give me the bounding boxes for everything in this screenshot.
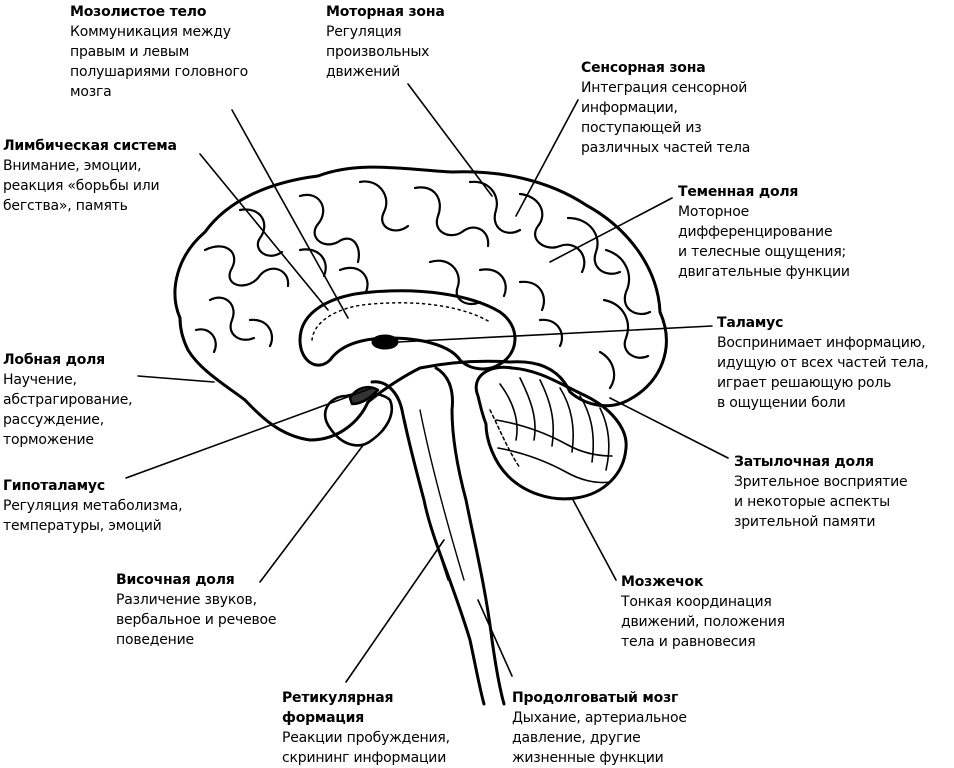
leader-corpus: [231, 109, 349, 319]
parietal-lobe-title: Теменная доля: [678, 184, 799, 200]
label-occipital-lobe: Затылочная доля Зрительное восприятие и …: [734, 452, 908, 532]
thalamus-title: Таламус: [717, 315, 784, 331]
leader-parietal: [549, 197, 673, 263]
medulla-title: Продолговатый мозг: [512, 690, 679, 706]
leader-motor: [407, 83, 493, 197]
label-temporal-lobe: Височная доля Различение звуков, вербаль…: [116, 570, 277, 650]
corpus-callosum-shape: [298, 289, 517, 371]
label-medulla: Продолговатый мозг Дыхание, артериальное…: [512, 688, 687, 768]
occipital-lobe-desc: Зрительное восприятие и некоторые аспект…: [734, 474, 908, 530]
leader-cerebellum: [571, 497, 617, 581]
leader-sensory: [515, 99, 579, 217]
hypothalamus-title: Гипоталамус: [3, 478, 105, 494]
label-reticular-formation: Ретикулярная формация Реакции пробуждени…: [282, 688, 450, 768]
label-parietal-lobe: Теменная доля Моторное дифференцирование…: [678, 182, 850, 282]
label-hypothalamus: Гипоталамус Регуляция метаболизма, темпе…: [3, 476, 183, 536]
corpus-callosum-desc: Коммуникация между правым и левым полуша…: [70, 24, 248, 100]
thalamus-shape: [371, 334, 399, 350]
hypothalamus-desc: Регуляция метаболизма, температуры, эмоц…: [3, 498, 183, 534]
cerebellum-shape: [474, 365, 628, 501]
occipital-lobe-title: Затылочная доля: [734, 454, 874, 470]
gyri: [194, 180, 652, 390]
cerebellum-title: Мозжечок: [621, 574, 704, 590]
temporal-lobe-desc: Различение звуков, вербальное и речевое …: [116, 592, 277, 648]
leader-frontal: [137, 375, 215, 383]
leader-limbic: [199, 153, 329, 311]
limbic-system-desc: Внимание, эмоции, реакция «борьбы или бе…: [3, 158, 160, 214]
label-corpus-callosum: Мозолистое тело Коммуникация между правы…: [70, 2, 248, 102]
limbic-system-title: Лимбическая система: [3, 138, 177, 154]
corpus-callosum-title: Мозолистое тело: [70, 4, 207, 20]
frontal-lobe-title: Лобная доля: [3, 352, 105, 368]
label-motor-zone: Моторная зона Регуляция произвольных дви…: [326, 2, 445, 82]
frontal-lobe-desc: Научение, абстрагирование, рассуждение, …: [3, 372, 133, 448]
hypothalamus-shape: [348, 386, 380, 406]
reticular-formation-desc: Реакции пробуждения, скрининг информации: [282, 730, 450, 766]
sensory-zone-title: Сенсорная зона: [581, 60, 706, 76]
temporal-lobe-shape: [323, 392, 393, 447]
label-frontal-lobe: Лобная доля Научение, абстрагирование, р…: [3, 350, 133, 450]
leader-reticular: [345, 539, 445, 683]
medulla-desc: Дыхание, артериальное давление, другие ж…: [512, 710, 687, 766]
reticular-formation-title: Ретикулярная формация: [282, 690, 394, 726]
label-limbic-system: Лимбическая система Внимание, эмоции, ре…: [3, 136, 177, 216]
parietal-lobe-desc: Моторное дифференцирование и телесные ощ…: [678, 204, 850, 280]
leader-thalamus: [397, 325, 713, 343]
leader-hypo: [125, 387, 373, 479]
label-cerebellum: Мозжечок Тонкая координация движений, по…: [621, 572, 785, 652]
temporal-lobe-title: Височная доля: [116, 572, 235, 588]
thalamus-desc: Воспринимает информацию, идущую от всех …: [717, 335, 929, 411]
label-thalamus: Таламус Воспринимает информацию, идущую …: [717, 313, 929, 413]
cerebellum-desc: Тонкая координация движений, положения т…: [621, 594, 785, 650]
motor-zone-desc: Регуляция произвольных движений: [326, 24, 430, 80]
leader-medulla: [477, 599, 513, 677]
motor-zone-title: Моторная зона: [326, 4, 445, 20]
leader-occipital: [609, 397, 729, 459]
leader-temporal: [259, 443, 365, 583]
sensory-zone-desc: Интеграция сенсорной информации, поступа…: [581, 80, 751, 156]
label-sensory-zone: Сенсорная зона Интеграция сенсорной инфо…: [581, 58, 750, 158]
